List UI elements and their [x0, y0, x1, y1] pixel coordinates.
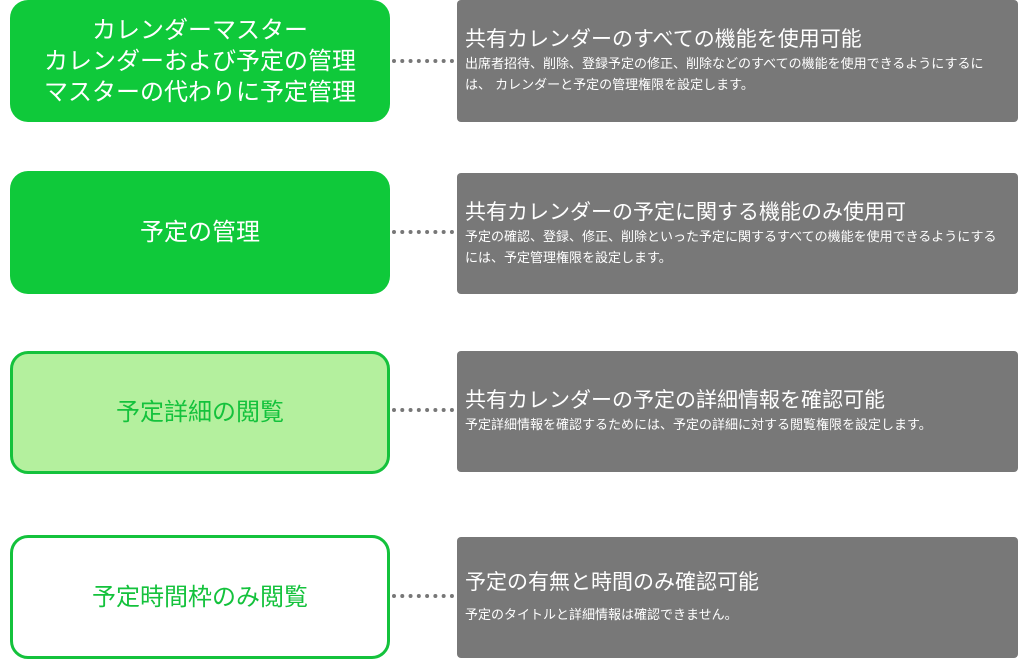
- description-panel-manage-events: 共有カレンダーの予定に関する機能のみ使用可 予定の確認、登録、修正、削除といった…: [457, 173, 1018, 294]
- description-panel-view-details: 共有カレンダーの予定の詳細情報を確認可能 予定詳細情報を確認するためには、予定の…: [457, 351, 1018, 472]
- dotted-connector: [392, 230, 454, 234]
- level-box-view-details: 予定詳細の閲覧: [10, 351, 390, 474]
- description-title: 予定の有無と時間のみ確認可能: [465, 570, 759, 594]
- description-panel-calendar-master: 共有カレンダーのすべての機能を使用可能 出席者招待、削除、登録予定の修正、削除な…: [457, 0, 1018, 122]
- description-text: 予定の確認、登録、修正、削除といった予定に関するすべての機能を使用できるようにす…: [465, 229, 997, 266]
- description-title: 共有カレンダーのすべての機能を使用可能: [465, 27, 862, 51]
- level-box-calendar-master: カレンダーマスター カレンダーおよび予定の管理 マスターの代わりに予定管理: [10, 0, 390, 122]
- dotted-connector: [392, 594, 454, 598]
- dotted-connector: [392, 59, 454, 63]
- description-text: 予定詳細情報を確認するためには、予定の詳細に対する閲覧権限を設定します。: [465, 418, 932, 433]
- level-box-manage-events: 予定の管理: [10, 171, 390, 294]
- level-box-view-time-only: 予定時間枠のみ閲覧: [10, 535, 390, 659]
- description-title: 共有カレンダーの予定に関する機能のみ使用可: [465, 199, 906, 224]
- description-text: 出席者招待、削除、登録予定の修正、削除などのすべての機能を使用できるようにするに…: [465, 57, 984, 93]
- dotted-connector: [392, 408, 454, 412]
- description-panel-view-time-only: 予定の有無と時間のみ確認可能 予定のタイトルと詳細情報は確認できません。: [457, 537, 1018, 658]
- description-title: 共有カレンダーの予定の詳細情報を確認可能: [465, 388, 885, 412]
- description-text: 予定のタイトルと詳細情報は確認できません。: [465, 608, 738, 623]
